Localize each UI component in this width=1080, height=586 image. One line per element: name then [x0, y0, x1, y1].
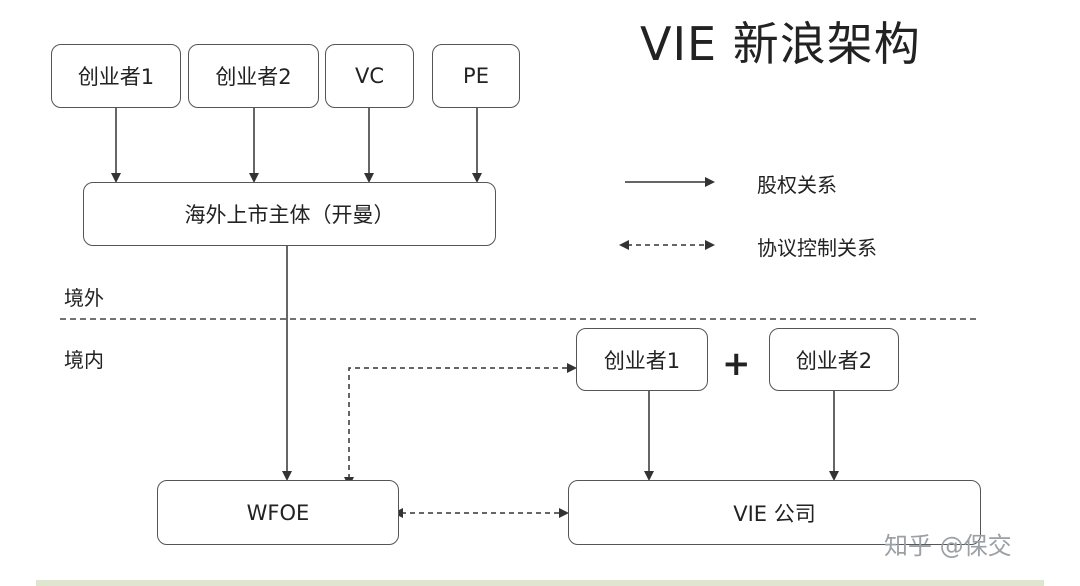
investor-founder-2-box: 创业者2	[188, 44, 319, 108]
investor-vc-box: VC	[325, 44, 414, 108]
onshore-region-label: 境内	[64, 348, 104, 372]
investor-pe-box: PE	[432, 44, 520, 108]
onshore-founder-2-box: 创业者2	[769, 328, 899, 391]
investor-founder-1-box: 创业者1	[51, 44, 181, 108]
wfoe-box: WFOE	[157, 480, 399, 545]
legend-equity-label: 股权关系	[757, 173, 837, 197]
legend-agreement-label: 协议控制关系	[757, 236, 877, 260]
agreement-arrow-wfoe-founder1	[344, 363, 577, 487]
offshore-listing-entity-box: 海外上市主体（开曼）	[83, 182, 496, 246]
diagram-title: VIE 新浪架构	[640, 17, 921, 71]
offshore-region-label: 境外	[64, 286, 104, 310]
bottom-accent-bar	[36, 580, 1044, 586]
onshore-founder-1-box: 创业者1	[576, 328, 708, 391]
watermark-text: 知乎 @保交	[884, 532, 1012, 560]
plus-sign: +	[722, 344, 751, 384]
vie-company-box: VIE 公司	[568, 480, 981, 545]
